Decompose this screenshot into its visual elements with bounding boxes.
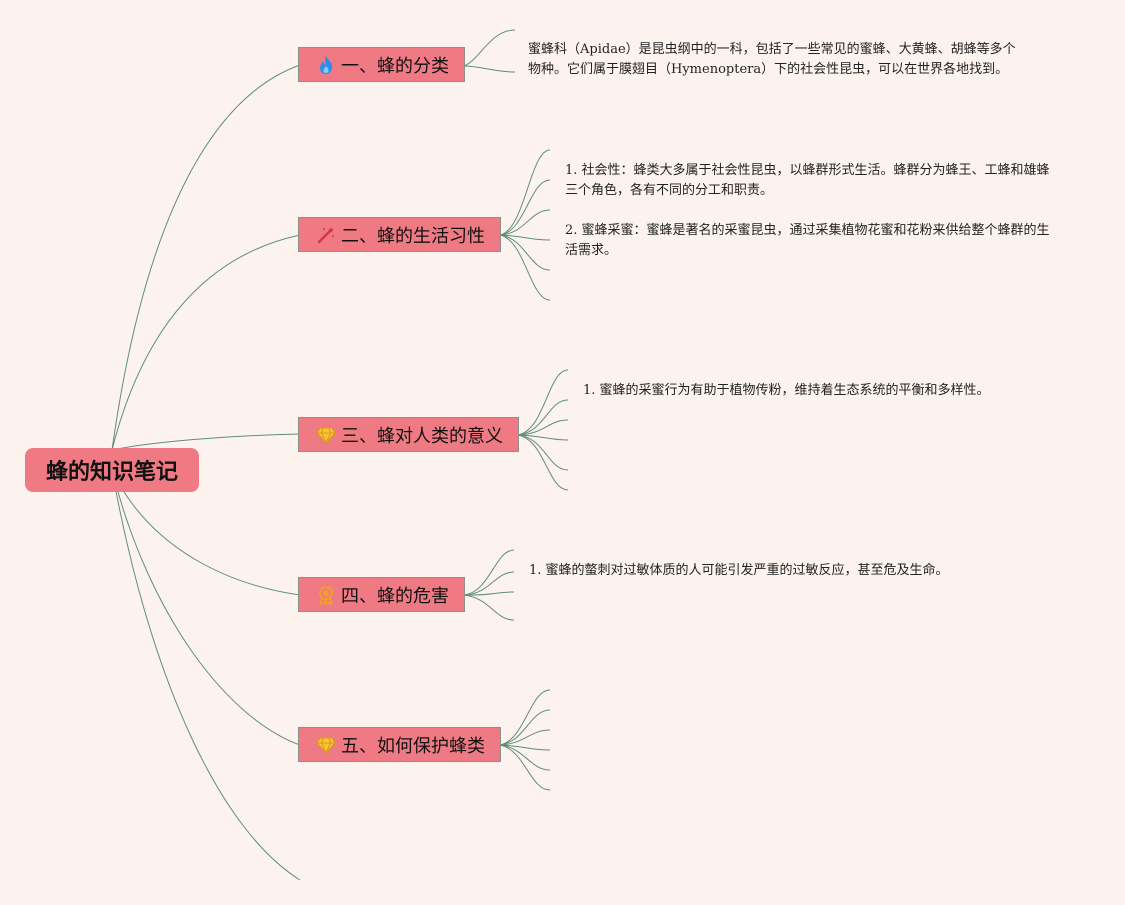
fire-icon (315, 54, 337, 76)
root-topic[interactable]: 蜂的知识笔记 (25, 448, 199, 492)
connector-root-branch-6 (111, 469, 301, 881)
note-classification: 蜜蜂科（Apidae）是昆虫纲中的一科，包括了一些常见的蜜蜂、大黄蜂、胡蜂等多个… (528, 42, 1016, 77)
branch-label: 五、如何保护蜂类 (341, 735, 485, 757)
root-title: 蜂的知识笔记 (45, 460, 178, 485)
connector-root-branch-2 (111, 234, 301, 451)
branch-label: 三、蜂对人类的意义 (341, 425, 503, 447)
connector-root-branch-1 (111, 64, 301, 451)
branch-harm[interactable]: 四、蜂的危害 (298, 577, 465, 612)
note-habit-honey: 2. 蜜蜂采蜜：蜜蜂是著名的采蜜昆虫，通过采集植物花蜜和花粉来供给整个蜂群的生活… (565, 223, 1050, 258)
branch-label: 一、蜂的分类 (341, 55, 449, 77)
connector-root-branch-5 (111, 469, 301, 746)
branch-label: 二、蜂的生活习性 (341, 225, 485, 247)
diamond-icon (315, 424, 337, 446)
branch-label: 四、蜂的危害 (341, 585, 449, 607)
branch-habits[interactable]: 二、蜂的生活习性 (298, 217, 501, 252)
magic-wand-icon (315, 224, 337, 246)
note-significance: 1. 蜜蜂的采蜜行为有助于植物传粉，维持着生态系统的平衡和多样性。 (583, 383, 990, 398)
branch-significance[interactable]: 三、蜂对人类的意义 (298, 417, 519, 452)
connector-root-branch-4 (111, 469, 301, 596)
diamond-icon (315, 734, 337, 756)
note-harm: 1. 蜜蜂的螫刺对过敏体质的人可能引发严重的过敏反应，甚至危及生命。 (529, 563, 949, 578)
connector-root-branch-3 (111, 433, 301, 451)
branch-protection[interactable]: 五、如何保护蜂类 (298, 727, 501, 762)
note-habit-social: 1. 社会性：蜂类大多属于社会性昆虫，以蜂群形式生活。蜂群分为蜂王、工蜂和雄蜂三… (565, 163, 1050, 198)
medal-icon (315, 584, 337, 606)
branch-classification[interactable]: 一、蜂的分类 (298, 47, 465, 82)
